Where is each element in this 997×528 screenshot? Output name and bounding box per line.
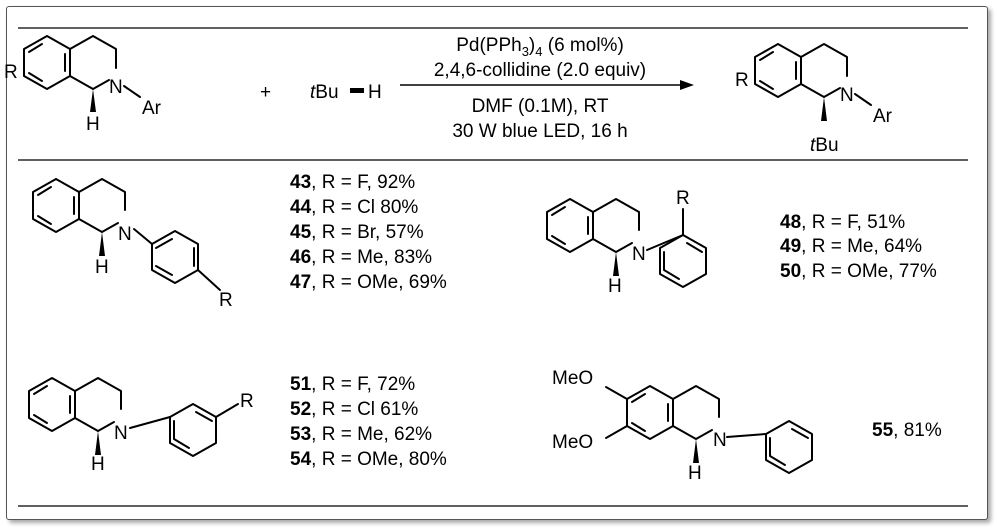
struct-d-meo-top: MeO [552, 368, 593, 389]
starting-material-structure [23, 35, 141, 112]
entry-47: 47, R = OMe, 69% [290, 272, 447, 293]
struct-c-r: R [240, 391, 254, 412]
entry-52: 52, R = Cl 61% [290, 399, 418, 420]
struct-d-meo-bottom: MeO [552, 432, 593, 453]
entry-48: 48, R = F, 51% [780, 212, 905, 233]
condition-light: 30 W blue LED, 16 h [452, 121, 627, 142]
struct-d-n: N [713, 430, 727, 451]
struct-a-n: N [118, 224, 132, 245]
product-tbu-label: tBu [810, 135, 839, 156]
entry-53: 53, R = Me, 62% [290, 424, 432, 445]
sm-r-label: R [4, 62, 18, 83]
entry-55: 55, 81% [872, 420, 942, 441]
struct-d-h: H [688, 463, 702, 484]
entry-44: 44, R = Cl 80% [290, 197, 418, 218]
structure-meta-aryl [28, 377, 239, 457]
entry-list-b: 48, R = F, 51% 49, R = Me, 64% 50, R = O… [780, 212, 937, 282]
sm-h-label: H [86, 114, 100, 135]
struct-a-r: R [219, 290, 233, 311]
entry-51: 51, R = F, 72% [290, 374, 415, 395]
entry-45: 45, R = Br, 57% [290, 222, 424, 243]
reagent-bond [350, 88, 364, 93]
struct-b-n: N [632, 244, 646, 265]
entry-49: 49, R = Me, 64% [780, 236, 922, 257]
product-ar-label: Ar [873, 106, 893, 127]
reaction-arrow [400, 80, 694, 90]
product-n-label: N [840, 85, 854, 106]
struct-b-r: R [676, 188, 690, 209]
sm-n-label: N [109, 77, 123, 98]
product-structure [754, 43, 872, 121]
entry-50: 50, R = OMe, 77% [780, 261, 937, 282]
structure-dimethoxy [605, 385, 813, 474]
struct-c-n: N [114, 423, 128, 444]
entry-46: 46, R = Me, 83% [290, 247, 432, 268]
entry-list-d: 55, 81% [872, 420, 942, 441]
reagent-label: tBu [310, 82, 339, 103]
entry-54: 54, R = OMe, 80% [290, 449, 447, 470]
condition-base: 2,4,6-collidine (2.0 equiv) [434, 60, 646, 81]
entry-43: 43, R = F, 92% [290, 172, 415, 193]
entry-list-a: 43, R = F, 92% 44, R = Cl 80% 45, R = Br… [290, 172, 447, 293]
sm-ar-label: Ar [142, 98, 162, 119]
struct-b-h: H [608, 276, 622, 297]
structure-ortho-aryl [546, 198, 707, 288]
entry-list-c: 51, R = F, 72% 52, R = Cl 61% 53, R = Me… [290, 374, 447, 470]
structure-para-aryl [32, 178, 221, 291]
reagent-h-label: H [368, 82, 382, 103]
product-r-label: R [735, 70, 749, 91]
struct-a-h: H [95, 257, 109, 278]
plus-sign: + [260, 82, 271, 103]
condition-solvent: DMF (0.1M), RT [472, 96, 609, 117]
condition-catalyst: Pd(PPh3)4 (6 mol%) [456, 35, 624, 59]
struct-c-h: H [91, 454, 105, 475]
